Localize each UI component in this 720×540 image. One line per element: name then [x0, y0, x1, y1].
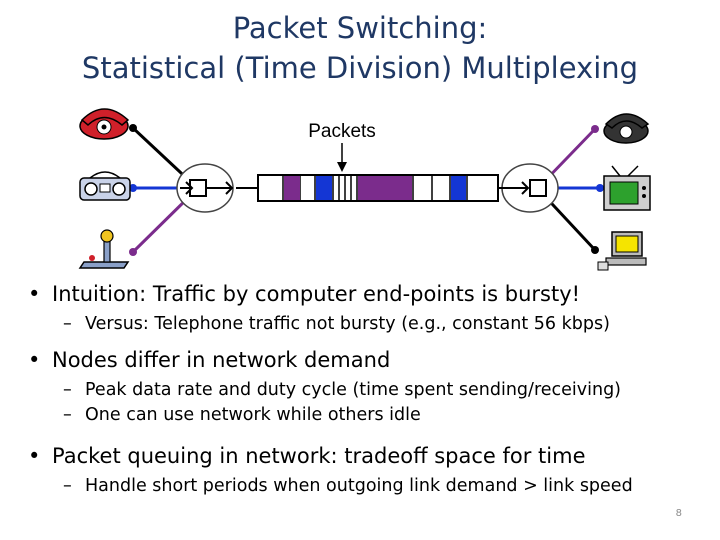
telephone-icon	[603, 113, 650, 144]
computer-icon	[597, 231, 647, 271]
sub-bullet-item: –Versus: Telephone traffic not bursty (e…	[63, 314, 610, 334]
endpoint-dot	[129, 248, 137, 256]
packet-queue	[236, 174, 505, 202]
radio-icon	[79, 171, 131, 201]
left-switch	[176, 163, 234, 213]
packets-label: Packets	[308, 121, 376, 142]
endpoint-dot	[591, 125, 599, 133]
bullet-item: •Nodes differ in network demand	[28, 348, 391, 372]
packet-blue	[451, 176, 466, 200]
bullet-text: Packet queuing in network: tradeoff spac…	[52, 444, 586, 468]
packet-blue	[316, 176, 332, 200]
bullet-item: •Packet queuing in network: tradeoff spa…	[28, 444, 586, 468]
bullet-item: •Intuition: Traffic by computer end-poin…	[28, 282, 581, 306]
sub-bullet-item: –Handle short periods when outgoing link…	[63, 476, 633, 496]
bullet-text: Nodes differ in network demand	[52, 348, 391, 372]
sub-bullet-item: –Peak data rate and duty cycle (time spe…	[63, 380, 622, 400]
sub-bullet-text: Peak data rate and duty cycle (time spen…	[85, 380, 622, 400]
sub-bullet-text: Handle short periods when outgoing link …	[85, 476, 633, 496]
packet-switching-diagram: Packets	[78, 108, 651, 271]
title-line-2: Statistical (Time Division) Multiplexing	[81, 51, 639, 85]
right-switch	[501, 163, 559, 213]
slide-title: Packet Switching: Statistical (Time Divi…	[0, 8, 720, 88]
endpoint-dot	[591, 246, 599, 254]
television-icon	[603, 165, 651, 211]
telephone-icon	[79, 108, 130, 140]
endpoint-dot	[129, 124, 137, 132]
endpoint-dot	[129, 184, 137, 192]
packets-arrowhead	[337, 162, 347, 172]
title-line-1: Packet Switching:	[232, 11, 488, 45]
sub-bullet-text: Versus: Telephone traffic not bursty (e.…	[85, 314, 610, 334]
joystick-icon	[78, 229, 130, 269]
packet-purple	[284, 176, 300, 200]
sub-bullet-item: –One can use network while others idle	[63, 405, 421, 425]
sub-bullet-text: One can use network while others idle	[85, 405, 421, 425]
packet-purple-large	[358, 176, 412, 200]
bullet-text: Intuition: Traffic by computer end-point…	[52, 282, 581, 306]
endpoint-dot	[596, 184, 604, 192]
slide-number: 8	[675, 508, 682, 519]
